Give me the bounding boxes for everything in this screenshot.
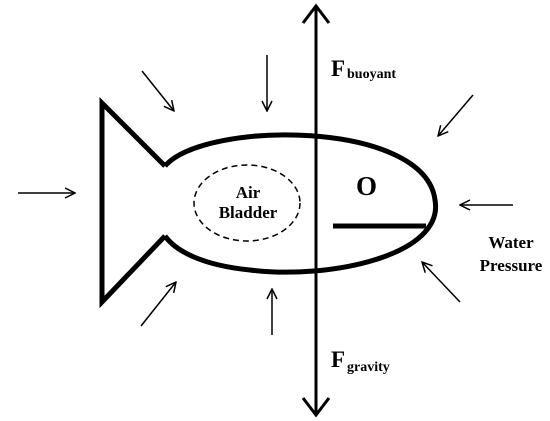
pressure-arrow-upper-right [438,95,473,136]
pressure-arrow-lower-right [422,262,460,302]
water-pressure-label-line2: Pressure [480,256,543,275]
eye-label: O [356,171,377,201]
air-bladder-label-line1: Air [236,183,261,202]
force-buoyant-label-main: F [331,56,345,81]
water-pressure-label-line1: Water [488,233,534,252]
force-gravity-label-sub: gravity [347,360,390,375]
pressure-arrow-lower-left [141,282,176,326]
fish-tail [102,103,165,302]
force-gravity-label-main: F [331,347,345,372]
force-buoyant-label-sub: buoyant [347,67,396,82]
air-bladder-label-line2: Bladder [219,203,278,222]
water-pressure-arrows [18,55,513,335]
pressure-arrow-upper-left [142,71,174,111]
